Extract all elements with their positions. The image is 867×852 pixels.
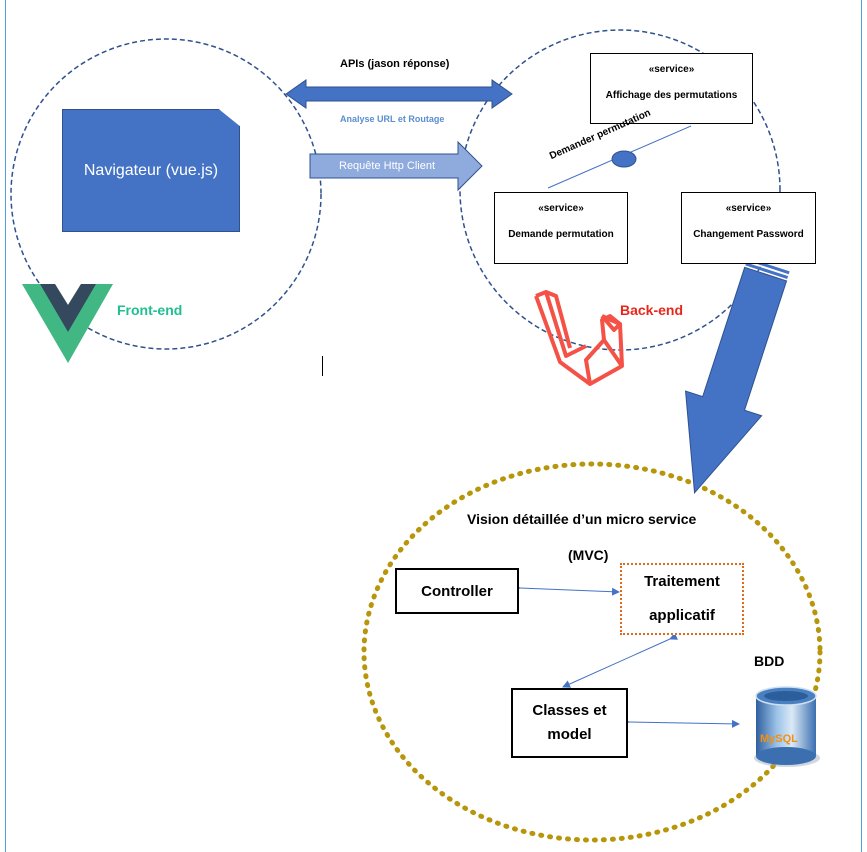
api-label: APIs (jason réponse) — [340, 58, 450, 70]
model-label-line1: Classes et — [532, 702, 607, 719]
text-cursor — [322, 356, 323, 376]
model-label-line2: model — [547, 726, 592, 743]
controller-processing-link — [512, 583, 620, 596]
database-icon — [754, 686, 820, 767]
stereotype-label: «service» — [648, 64, 695, 75]
laravel-logo — [534, 290, 624, 386]
service-password-box: «service» Changement Password — [681, 192, 816, 264]
browser-box: Navigateur (vue.js) — [62, 109, 240, 232]
service-display-label: Affichage des permutations — [605, 90, 738, 101]
microservice-title: Vision détaillée d’un micro service — [467, 511, 697, 527]
controller-label: Controller — [421, 582, 493, 600]
service-request-box: «service» Demande permutation — [494, 192, 628, 264]
microservice-subtitle: (MVC) — [568, 547, 609, 563]
api-double-arrow — [285, 79, 513, 109]
service-password-label: Changement Password — [693, 229, 804, 240]
interface-node — [611, 150, 637, 168]
stereotype-label: «service» — [725, 203, 772, 214]
processing-box: Traitement applicatif — [620, 563, 744, 635]
model-box: Classes et model — [511, 688, 628, 758]
db-label: BDD — [754, 653, 785, 669]
microservice-circle — [361, 461, 823, 843]
frontend-circle — [10, 38, 322, 350]
request-label: Requête Http Client — [339, 160, 435, 172]
service-display-box: «service» Affichage des permutations — [590, 53, 753, 124]
backend-label: Back-end — [620, 302, 684, 318]
routing-label: Analyse URL et Routage — [340, 114, 445, 124]
browser-label: Navigateur (vue.js) — [83, 161, 219, 179]
mysql-logo-text: MySQL — [760, 733, 798, 745]
service-request-label: Demande permutation — [508, 229, 614, 240]
frontend-label: Front-end — [117, 302, 183, 318]
processing-model-link — [562, 632, 679, 688]
left-frame-line — [5, 0, 6, 852]
zoom-arrow — [684, 257, 790, 495]
request-arrow — [309, 140, 483, 192]
controller-box: Controller — [395, 568, 519, 614]
stereotype-label: «service» — [538, 203, 584, 214]
vue-logo — [22, 284, 113, 363]
processing-label-line1: Traitement — [644, 573, 720, 590]
right-frame-line — [861, 0, 862, 852]
model-db-link — [621, 717, 740, 728]
processing-label-line2: applicatif — [649, 607, 715, 624]
